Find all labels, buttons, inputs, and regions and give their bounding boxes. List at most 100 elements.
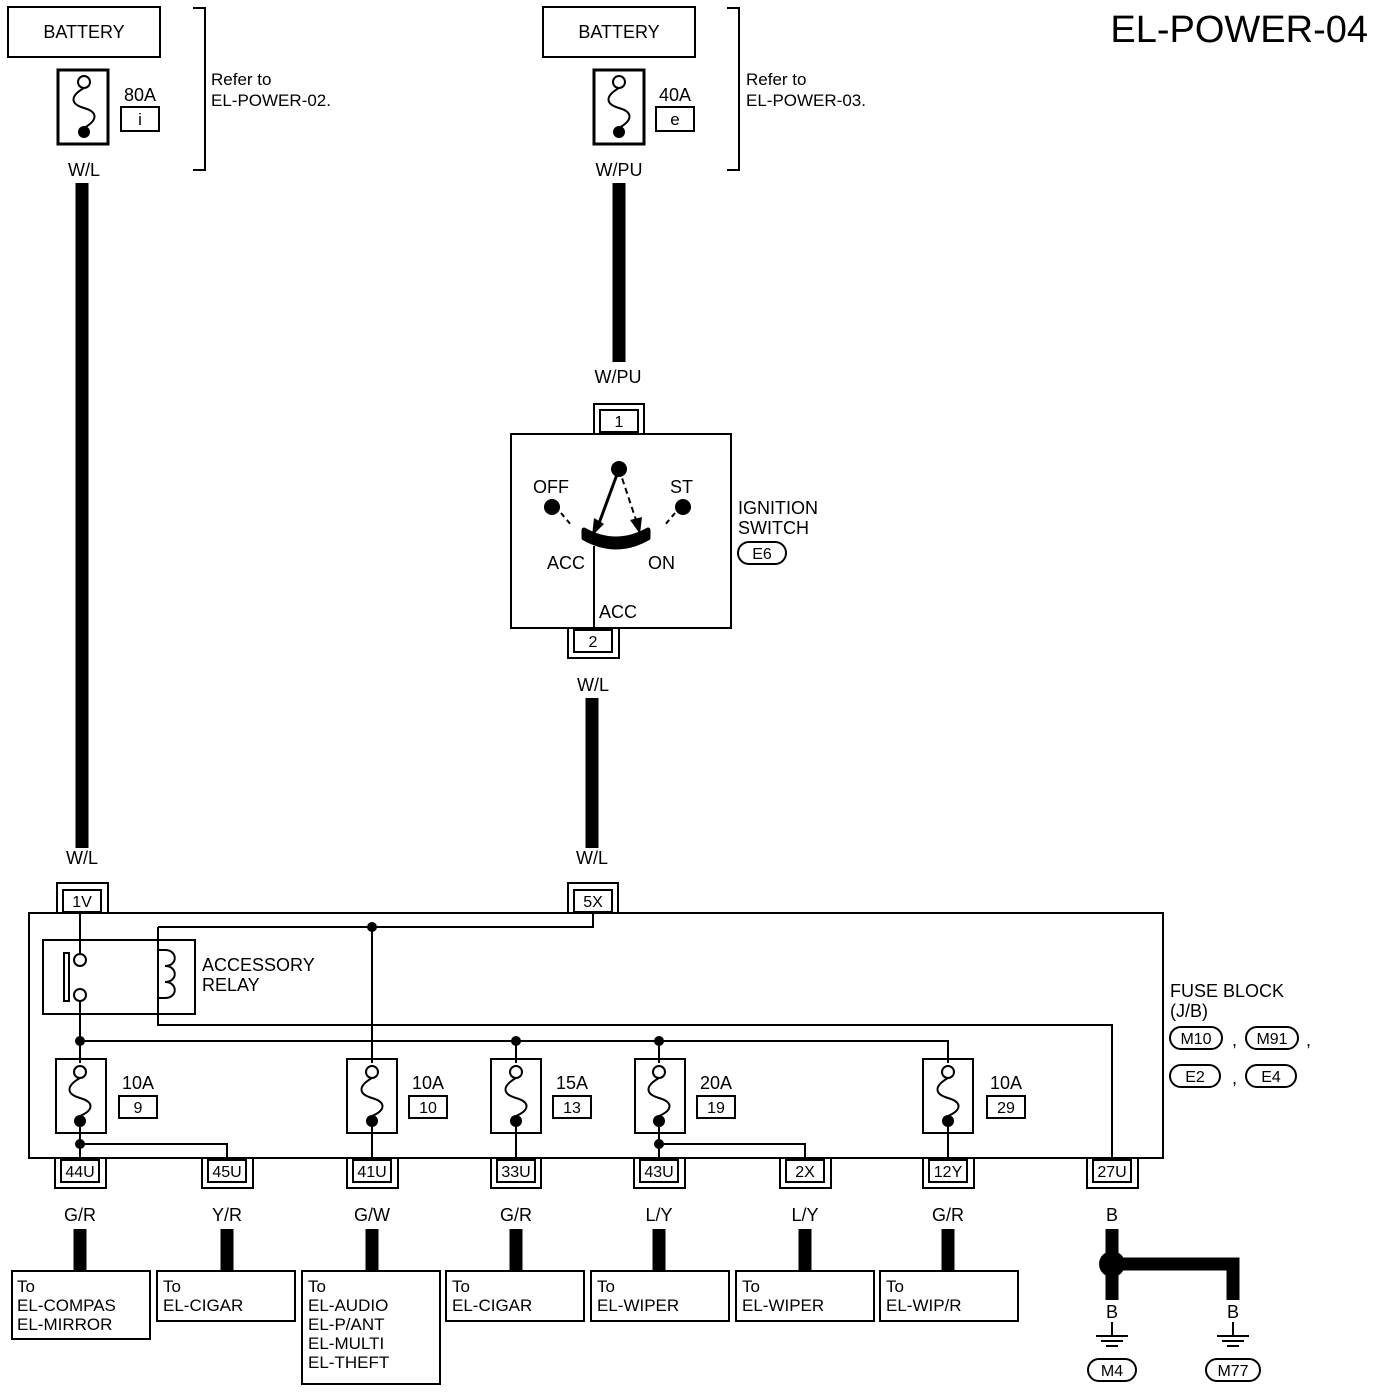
wire-color-label: B	[1106, 1205, 1118, 1225]
connector-shell	[346, 1158, 399, 1189]
switch-position-st: ST	[670, 477, 693, 497]
pin-label: 33U	[501, 1164, 530, 1181]
fuse-number: 9	[134, 1100, 143, 1117]
fuse-terminal	[365, 1065, 379, 1079]
connector-shell	[567, 628, 620, 659]
connector-shell	[1086, 1158, 1139, 1189]
destination-line: EL-CIGAR	[452, 1296, 532, 1315]
battery-1: BATTERY 80A i Refer to EL-POWER-02. W/L	[7, 6, 331, 180]
relay-name-line-2: RELAY	[202, 975, 260, 995]
fuse-block-connector: E4	[1261, 1069, 1281, 1086]
fusible-link-1-id-box	[120, 106, 160, 132]
destination-box	[879, 1270, 1019, 1322]
wire-color-label: G/R	[932, 1205, 964, 1225]
fuse-13: 15A 13	[490, 1058, 592, 1134]
destination-line: EL-AUDIO	[308, 1296, 388, 1315]
wire-color-label: Y/R	[212, 1205, 242, 1225]
destination-line: To	[742, 1277, 760, 1296]
fuse-terminal	[942, 1115, 954, 1127]
relay-contact	[73, 988, 87, 1002]
connector-shell	[922, 1158, 975, 1189]
relay-contact	[73, 953, 87, 967]
destination-box	[156, 1270, 296, 1322]
destination-line: EL-WIPER	[742, 1296, 824, 1315]
accessory-relay	[42, 939, 196, 1015]
relay-armature	[63, 952, 70, 1002]
fuse-block-name-line-2: (J/B)	[1170, 1001, 1208, 1021]
connector-shell	[490, 1158, 542, 1189]
switch-lever-dashed	[618, 468, 637, 521]
wire-color-label: G/R	[500, 1205, 532, 1225]
wire-color-label: W/L	[68, 160, 100, 180]
wire	[80, 1040, 949, 1063]
fuse-9: 10A 9	[55, 1058, 158, 1134]
destination-line: EL-P/ANT	[308, 1315, 385, 1334]
battery-2-box	[542, 6, 696, 58]
fuse-rating: 20A	[700, 1073, 732, 1093]
switch-contact-st	[675, 499, 691, 515]
switch-lever-arrowhead	[592, 518, 604, 536]
destination-box	[11, 1270, 151, 1340]
pin-label: 44U	[65, 1164, 94, 1181]
battery-1-label: BATTERY	[43, 22, 124, 42]
battery-1-refer-line-2: EL-POWER-02.	[211, 91, 331, 110]
page-title: EL-POWER-04	[1110, 9, 1368, 51]
fuse-number-box	[696, 1095, 736, 1119]
pin-box	[928, 1159, 968, 1183]
fusible-link-2-id: e	[670, 110, 679, 129]
fuse-number: 29	[997, 1100, 1015, 1117]
fuse-terminal	[510, 1115, 522, 1127]
switch-position-off: OFF	[533, 477, 569, 497]
destination-line: EL-MIRROR	[17, 1315, 112, 1334]
pin-box	[352, 1159, 392, 1183]
wire-color-label: B	[1106, 1302, 1118, 1322]
fuse-terminal	[612, 75, 626, 89]
pin-label: 45U	[212, 1164, 241, 1181]
fuse-element	[647, 1077, 671, 1117]
fuse-rating: 10A	[990, 1073, 1022, 1093]
fuse-element	[504, 1077, 528, 1117]
fuse-block-connector: E2	[1185, 1069, 1205, 1086]
fuse-block-outline	[28, 912, 1164, 1159]
separator: ,	[1232, 1068, 1237, 1088]
connector-badge	[1169, 1064, 1221, 1088]
destination-line: EL-WIP/R	[886, 1296, 962, 1315]
fuse-number-box	[552, 1095, 592, 1119]
connector-badge	[737, 541, 787, 565]
pin-box	[496, 1159, 536, 1183]
wire-color-label: W/L	[577, 675, 609, 695]
wire	[80, 1143, 228, 1158]
pin-box	[573, 629, 613, 653]
fuse-number: 10	[419, 1100, 437, 1117]
pin-box	[1092, 1159, 1132, 1183]
connector-shell	[567, 882, 619, 913]
connector-badge	[1205, 1358, 1261, 1382]
destination-box	[301, 1270, 441, 1385]
connector-shell	[54, 1158, 107, 1189]
fuse-block-connector: M91	[1256, 1031, 1287, 1048]
fuse-element	[72, 87, 96, 129]
pin-label: 2	[589, 634, 598, 651]
pin-label: 27U	[1097, 1164, 1126, 1181]
battery-2: BATTERY 40A e Refer to EL-POWER-03. W/PU	[542, 6, 866, 180]
fuse-element	[936, 1077, 960, 1117]
connector-shell	[779, 1158, 832, 1189]
fuse-number-box	[408, 1095, 448, 1119]
fusible-link-1-rating: 80A	[124, 85, 156, 105]
fuse-terminal	[77, 75, 91, 89]
pin-box	[60, 1159, 100, 1183]
connector-badge	[1245, 1064, 1297, 1088]
ground-circuit: 27U B B B M4 M77	[1086, 1158, 1261, 1382]
ground-connector-m77: M77	[1217, 1363, 1248, 1380]
wire-color-label: W/PU	[596, 160, 643, 180]
wire-ground	[1112, 1257, 1240, 1300]
fuse-rating: 10A	[122, 1073, 154, 1093]
battery-1-box	[7, 6, 161, 58]
fuse-terminal	[74, 1115, 86, 1127]
fuse-terminal	[509, 1065, 523, 1079]
destination-box	[445, 1270, 585, 1322]
fuse-terminal	[652, 1065, 666, 1079]
destination-box	[735, 1270, 875, 1322]
destination-line: To	[452, 1277, 470, 1296]
